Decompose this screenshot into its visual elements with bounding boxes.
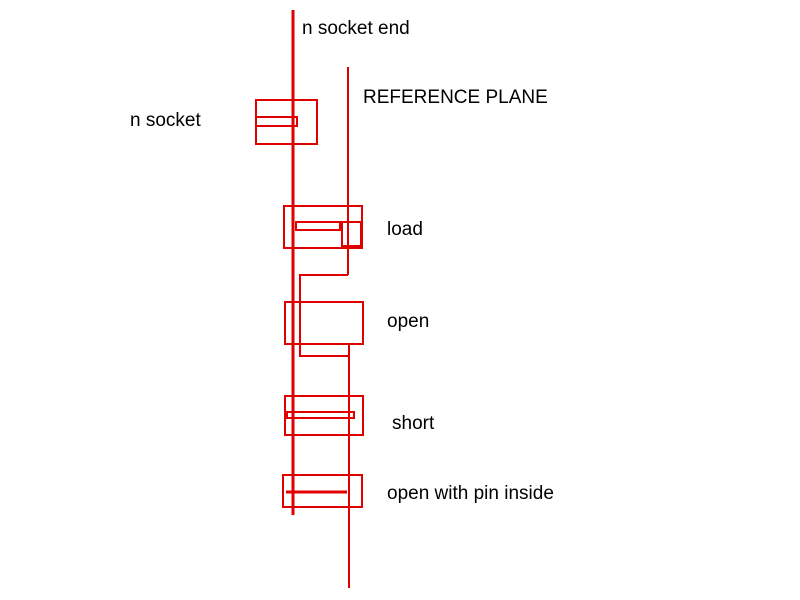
n-socket-label: n socket xyxy=(130,110,201,131)
load-shape xyxy=(283,205,363,249)
reference-plane-label: REFERENCE PLANE xyxy=(363,87,548,108)
n-socket-end-label: n socket end xyxy=(302,18,410,39)
open-with-pin-inside-label: open with pin inside xyxy=(387,483,554,504)
short-label: short xyxy=(392,413,435,434)
short-shape xyxy=(284,395,364,436)
open-label: open xyxy=(387,311,430,332)
n-socket-shape xyxy=(255,99,318,145)
open-with-pin-shape xyxy=(282,474,363,508)
load-label: load xyxy=(387,219,423,240)
load-open-connector xyxy=(299,274,348,357)
open-shape xyxy=(284,301,364,345)
